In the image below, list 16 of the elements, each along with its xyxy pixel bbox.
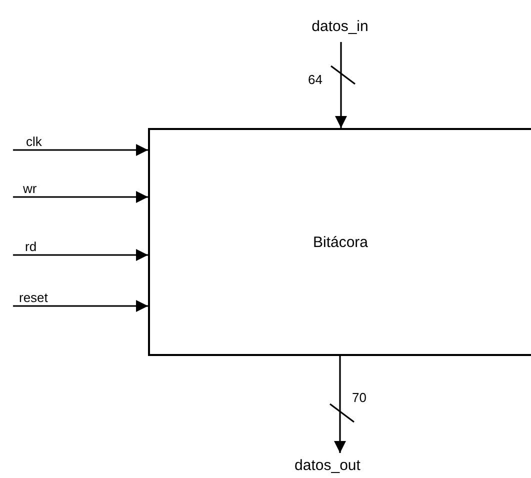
arrow (13, 300, 148, 312)
block-name: Bitácora (312, 234, 368, 250)
signal-name: clk (26, 134, 42, 149)
arrow (334, 356, 346, 453)
signal-name: rd (25, 239, 37, 254)
signal-name: wr (23, 181, 37, 196)
signal-name: datos_in (300, 10, 380, 42)
arrow (13, 191, 148, 203)
signal-name: datos_out (280, 453, 375, 477)
arrow (13, 249, 148, 261)
signal-name: reset (19, 290, 48, 305)
bus-width-label: 64 (308, 72, 322, 87)
bus-width-label: 70 (352, 390, 366, 405)
block-box (148, 128, 531, 356)
arrow (335, 42, 347, 128)
arrow (13, 144, 148, 156)
